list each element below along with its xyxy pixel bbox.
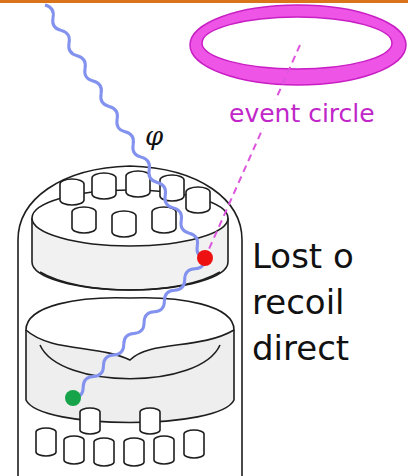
detector-housing bbox=[18, 166, 242, 476]
cone-axis bbox=[205, 45, 300, 258]
upper-module-edge bbox=[40, 272, 220, 290]
compton-scatter-point bbox=[197, 250, 213, 266]
absorption-point bbox=[65, 390, 81, 406]
upper-pmts bbox=[60, 171, 210, 237]
lower-pmts bbox=[36, 408, 204, 466]
angle-label: φ bbox=[145, 122, 163, 151]
detector-figure bbox=[18, 166, 242, 476]
lower-cutaway bbox=[26, 298, 234, 360]
header-rule bbox=[0, 0, 408, 3]
note-text: Lost o bbox=[252, 238, 354, 275]
event-ring bbox=[190, 5, 406, 85]
gamma-track-scattered bbox=[71, 256, 208, 401]
lower-bowl bbox=[40, 345, 220, 379]
event-circle-label: event circle bbox=[226, 100, 378, 128]
note-text: direct bbox=[252, 330, 349, 367]
note-text: recoil bbox=[252, 284, 345, 321]
gamma-track-in bbox=[42, 3, 208, 260]
